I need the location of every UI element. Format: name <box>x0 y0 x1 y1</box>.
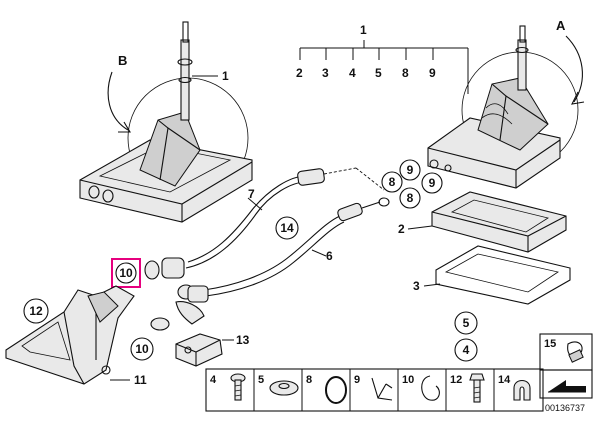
view-b-label: B <box>118 53 127 68</box>
legend-num-4: 4 <box>210 374 217 386</box>
orientation-arrow-icon <box>539 369 593 399</box>
gear-lever-housing-b: B 1 <box>79 21 253 223</box>
washer-icon <box>269 380 299 396</box>
callout-11: 11 <box>134 373 147 387</box>
legend-num-9: 9 <box>354 374 360 386</box>
callout-10-lower-label: 10 <box>135 342 149 356</box>
circlip-icon <box>421 375 440 401</box>
callout-8-upper: 8 <box>389 175 396 189</box>
callout-10-lower: 10 <box>130 337 154 361</box>
callout-5: 5 <box>463 316 470 330</box>
callout-10-highlight[interactable]: 10 <box>111 258 141 288</box>
legend-cell-9: 9 <box>354 374 393 401</box>
legend-row: 4 5 8 9 <box>205 368 544 412</box>
callout-6: 6 <box>326 249 333 263</box>
gasket-3: 3 <box>413 245 571 305</box>
group-callout-1: 1 2 3 4 5 8 9 <box>296 23 469 94</box>
legend-num-8: 8 <box>306 374 312 386</box>
inset-15-box: 15 <box>539 333 593 371</box>
circled-callouts-8-9: 9 8 9 8 <box>381 159 443 209</box>
callout-8-lower: 8 <box>407 191 414 205</box>
cable-clamp-icon <box>513 379 531 401</box>
group-member-5: 5 <box>375 66 382 80</box>
legend-num-14: 14 <box>498 374 511 386</box>
callout-1-left: 1 <box>222 69 229 83</box>
view-a-label: A <box>556 18 566 33</box>
legend-cell-5: 5 <box>258 374 299 396</box>
legend-cell-14: 14 <box>498 374 531 401</box>
callout-9-right: 9 <box>429 176 436 190</box>
callout-1-group: 1 <box>360 23 367 37</box>
group-member-9: 9 <box>429 66 436 80</box>
legend-num-5: 5 <box>258 374 264 386</box>
shift-bracket: 12 11 <box>5 285 147 387</box>
shift-cables: 7 6 14 <box>144 167 390 331</box>
callout-4: 4 <box>463 343 470 357</box>
legend-num-12: 12 <box>450 374 462 386</box>
callout-7: 7 <box>248 187 255 201</box>
legend-cell-10: 10 <box>402 374 440 401</box>
circled-callouts-5-4: 5 4 <box>454 311 478 362</box>
legend-num-10: 10 <box>402 374 414 386</box>
seal-plate-2: 2 <box>398 191 567 253</box>
legend-cell-4: 4 <box>210 373 246 401</box>
callout-9-left: 9 <box>407 163 414 177</box>
doc-number: 00136737 <box>545 403 585 413</box>
group-member-2: 2 <box>296 66 303 80</box>
callout-10-highlight-label: 10 <box>119 266 133 280</box>
legend-cell-12: 12 <box>450 373 485 403</box>
legend-cell-8: 8 <box>306 374 347 404</box>
o-ring-icon <box>325 376 347 404</box>
callout-2: 2 <box>398 222 405 236</box>
callout-14: 14 <box>280 221 294 235</box>
callout-13: 13 <box>236 333 250 347</box>
cable-bracket-13: 13 <box>175 333 250 367</box>
clip-icon <box>371 377 393 401</box>
screw-icon <box>230 373 246 401</box>
group-member-3: 3 <box>322 66 329 80</box>
inset-15-label: 15 <box>544 338 556 350</box>
group-member-8: 8 <box>402 66 409 80</box>
gear-lever-housing-a: A <box>427 18 585 189</box>
callout-12-bracket: 12 <box>29 304 43 318</box>
callout-3: 3 <box>413 279 420 293</box>
bolt-icon <box>469 373 485 403</box>
group-member-4: 4 <box>349 66 356 80</box>
